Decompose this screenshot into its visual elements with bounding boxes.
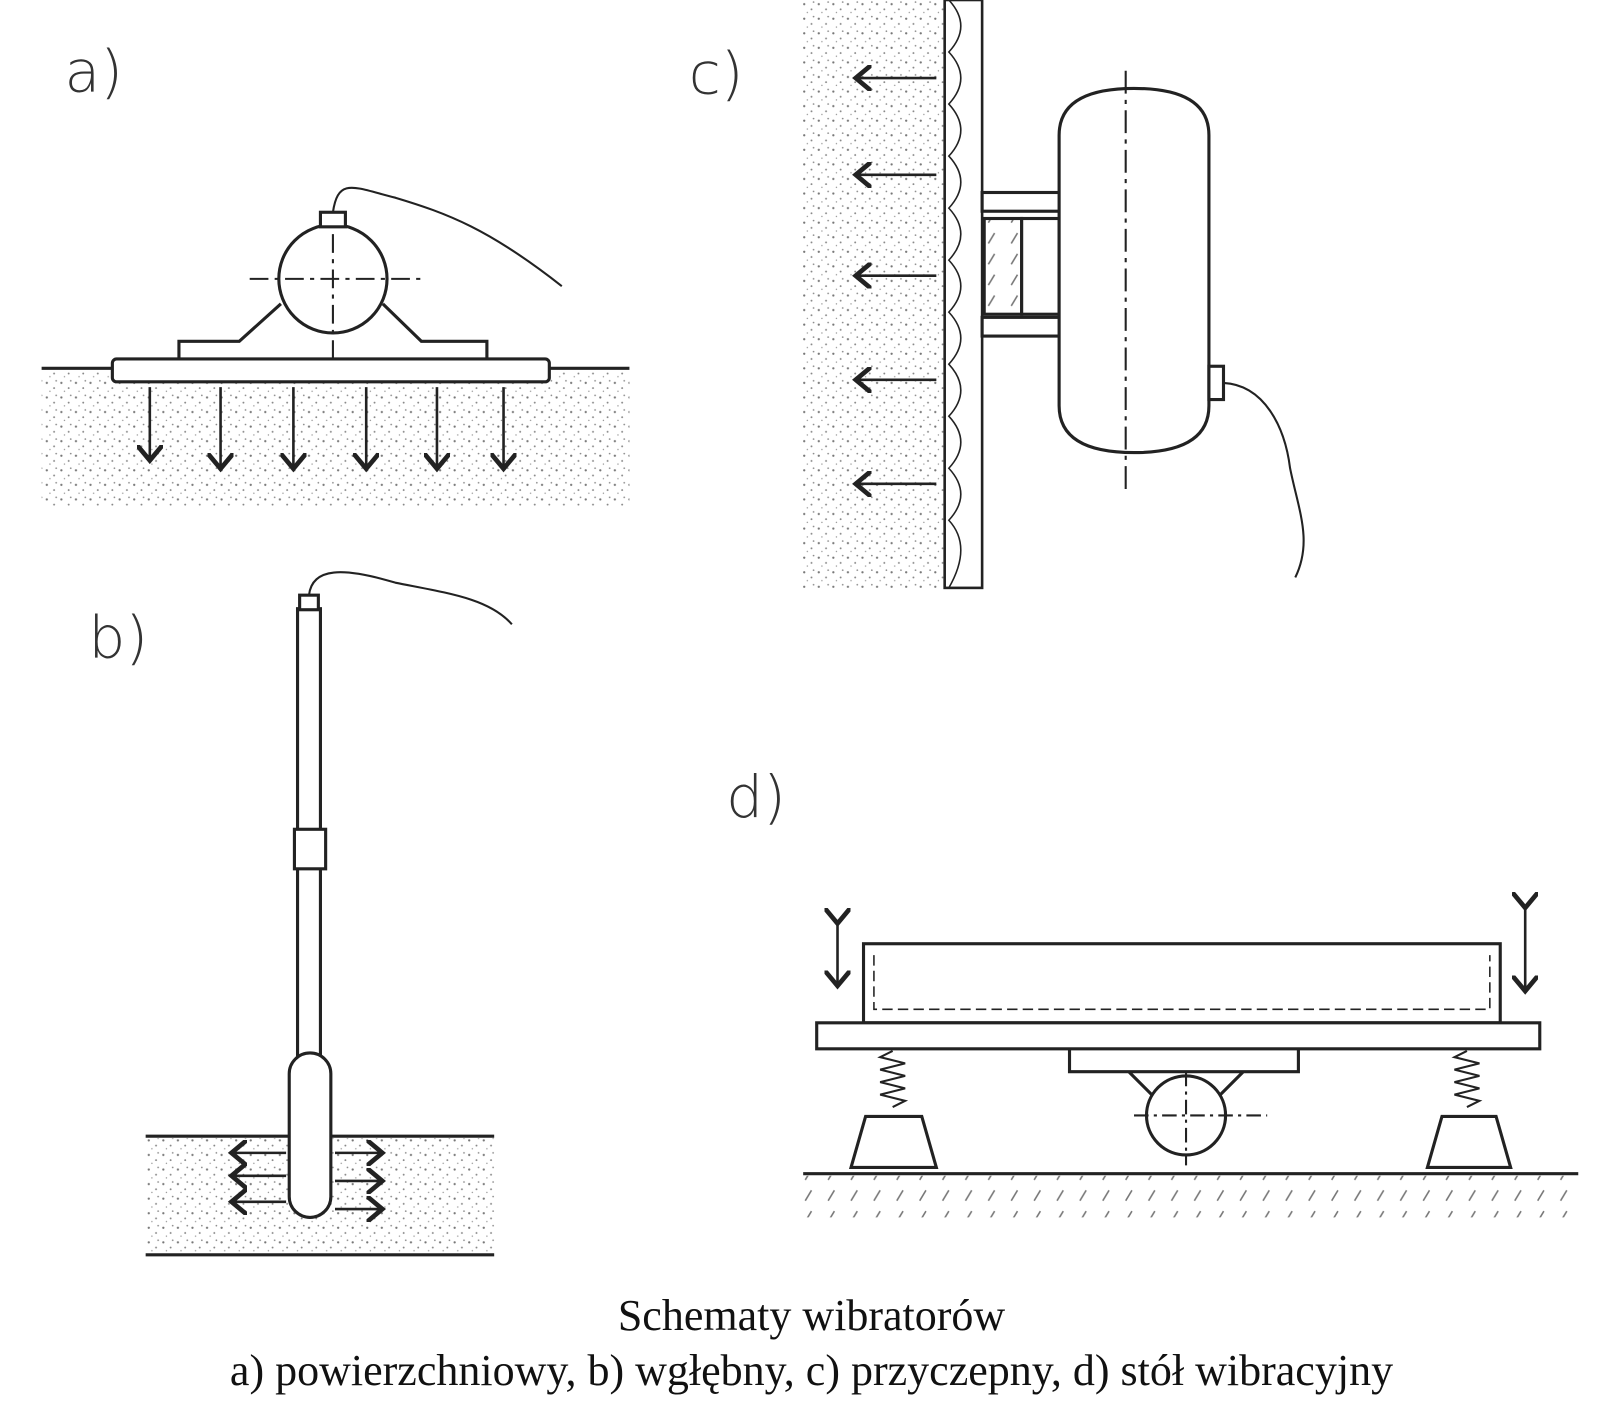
panel-d-vibrating-table — [803, 905, 1579, 1218]
caption-title: Schematy wibratorów — [617, 1291, 1006, 1340]
panel-c-external-vibrator — [801, 0, 1305, 590]
panel-a-surface-vibrator — [41, 186, 630, 506]
panel-c-label: c) — [689, 40, 744, 108]
caption-subtitle: a) powierzchniowy, b) wgłębny, c) przycz… — [229, 1346, 1394, 1395]
panel-a-label: a) — [65, 38, 123, 106]
panel-d-label: d) — [726, 763, 786, 831]
panel-b-label: b) — [88, 604, 148, 672]
panel-b-immersion-vibrator — [145, 571, 513, 1257]
